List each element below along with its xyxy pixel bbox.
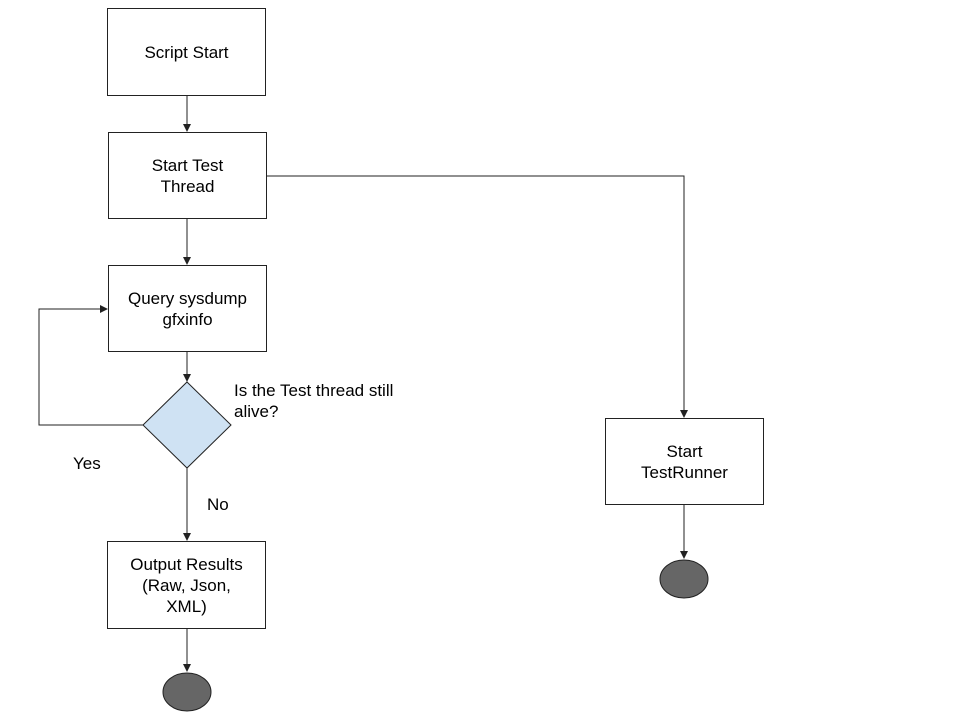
node-start-test-thread-line-2: Thread xyxy=(160,176,215,196)
node-start-testrunner-line-2: TestRunner xyxy=(641,462,728,482)
end-terminal-left xyxy=(162,672,212,712)
decision-question-line-1: Is the Test thread still xyxy=(234,381,394,400)
node-output-results-line-2: (Raw, Json, xyxy=(142,575,231,595)
node-query-sysdump-line-2: gfxinfo xyxy=(162,309,213,329)
node-query-sysdump-line-1: Query sysdump xyxy=(127,288,248,308)
node-start-testrunner-line-1: Start xyxy=(666,441,703,461)
node-query-sysdump: Query sysdump gfxinfo xyxy=(108,265,267,352)
decision-diamond xyxy=(142,381,232,469)
decision-question-line-2: alive? xyxy=(234,402,279,421)
arrow-start-test-thread-to-testrunner xyxy=(267,175,688,418)
node-output-results-line-1: Output Results xyxy=(130,554,243,574)
end-terminal-right xyxy=(659,559,709,599)
node-script-start: Script Start xyxy=(107,8,266,96)
arrow-yes-loop-to-query xyxy=(38,305,143,426)
node-start-test-thread-line-1: Start Test xyxy=(151,155,224,175)
edge-label-yes: Yes xyxy=(73,454,101,473)
node-script-start-text: Script Start xyxy=(144,42,229,62)
decision-question: Is the Test thread still alive? xyxy=(234,380,393,422)
node-output-results: Output Results (Raw, Json, XML) xyxy=(107,541,266,629)
node-start-testrunner: Start TestRunner xyxy=(605,418,764,505)
node-output-results-line-3: XML) xyxy=(166,596,207,616)
node-start-test-thread: Start Test Thread xyxy=(108,132,267,219)
edge-label-no: No xyxy=(207,495,229,514)
